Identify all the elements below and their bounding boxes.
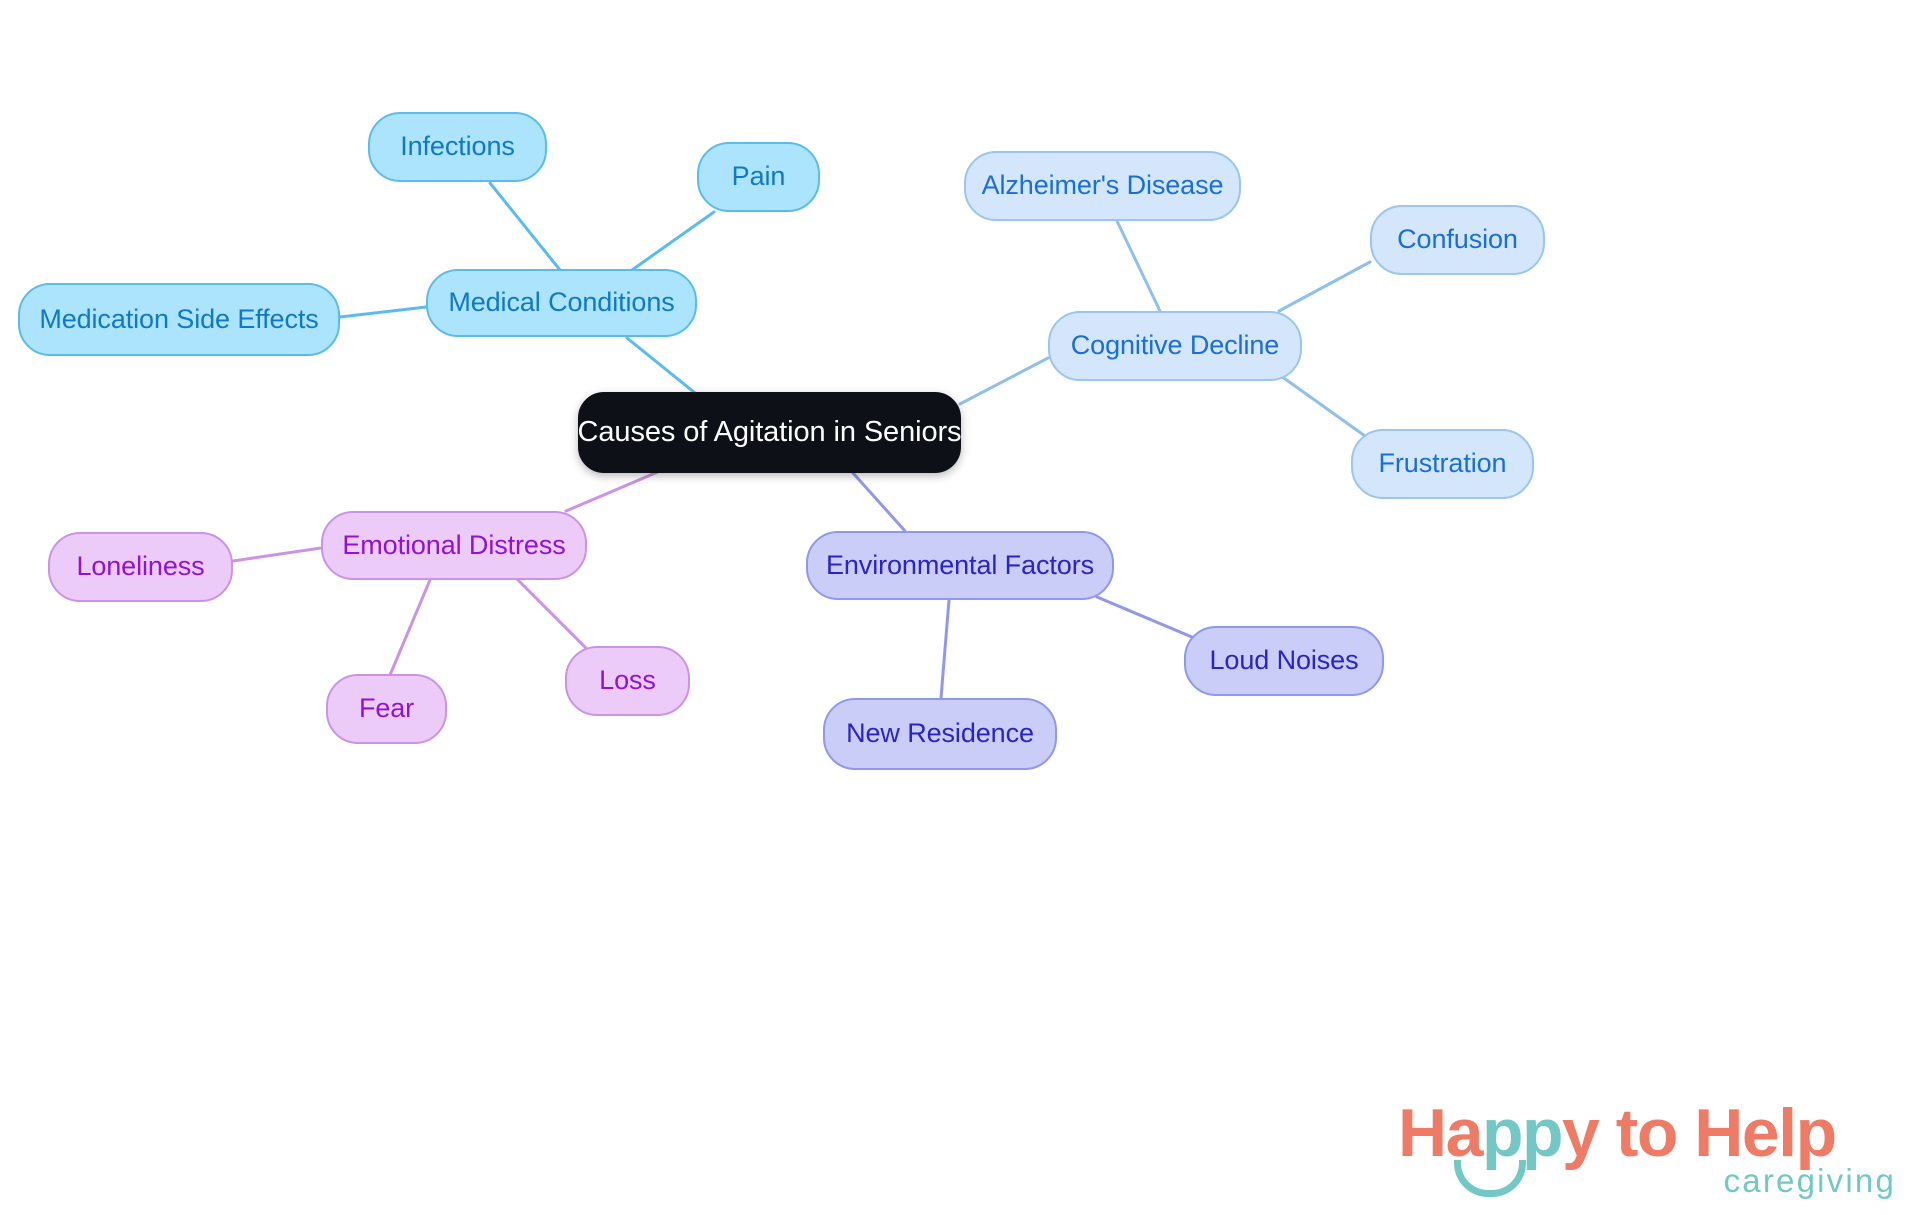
node-new-residence[interactable]: New Residence [823, 698, 1057, 770]
edge-environmental-factors-to-new-residence [939, 598, 951, 700]
logo-text-ha: Ha [1398, 1095, 1483, 1171]
node-alzheimers-disease[interactable]: Alzheimer's Disease [964, 151, 1241, 221]
edge-medical-conditions-to-medication-side-effects [338, 305, 428, 319]
logo-text-pp: pp [1481, 1095, 1564, 1171]
node-loneliness[interactable]: Loneliness [48, 532, 233, 602]
edge-cognitive-decline-to-alzheimers-disease [1115, 219, 1162, 313]
node-fear[interactable]: Fear [326, 674, 447, 744]
smile-arc-icon [1454, 1160, 1526, 1197]
edge-emotional-distress-to-fear [388, 578, 432, 677]
node-environmental-factors[interactable]: Environmental Factors [806, 531, 1114, 600]
node-confusion[interactable]: Confusion [1370, 205, 1545, 275]
node-frustration[interactable]: Frustration [1351, 429, 1534, 499]
node-infections[interactable]: Infections [368, 112, 547, 182]
edge-emotional-distress-to-loneliness [231, 546, 323, 563]
node-root[interactable]: Causes of Agitation in Seniors [578, 392, 962, 473]
logo-text-to-help: to Help [1598, 1095, 1837, 1171]
edge-emotional-distress-to-loss [516, 578, 588, 650]
node-loss[interactable]: Loss [565, 646, 690, 716]
edge-cognitive-decline-to-confusion [1277, 260, 1372, 313]
edge-root-to-medical-conditions [625, 336, 702, 399]
edge-medical-conditions-to-infections [488, 181, 562, 272]
edge-root-to-environmental-factors [851, 471, 907, 533]
node-loud-noises[interactable]: Loud Noises [1184, 626, 1384, 696]
edge-cognitive-decline-to-frustration [1279, 374, 1367, 438]
logo-tagline: caregiving [1723, 1162, 1896, 1199]
happy-to-help-logo: Happy to Help caregiving [1398, 1094, 1898, 1206]
logo-wordmark: Happy to Help [1398, 1094, 1837, 1172]
edge-environmental-factors-to-loud-noises [1095, 595, 1201, 642]
node-medication-side-effects[interactable]: Medication Side Effects [18, 283, 340, 356]
edge-root-to-cognitive-decline [958, 356, 1050, 406]
node-emotional-distress[interactable]: Emotional Distress [321, 511, 587, 580]
logo-text-y: y [1562, 1095, 1600, 1171]
node-pain[interactable]: Pain [697, 142, 820, 212]
node-medical-conditions[interactable]: Medical Conditions [426, 269, 697, 337]
edge-root-to-emotional-distress [564, 469, 662, 513]
edge-medical-conditions-to-pain [630, 210, 716, 272]
node-cognitive-decline[interactable]: Cognitive Decline [1048, 311, 1302, 381]
